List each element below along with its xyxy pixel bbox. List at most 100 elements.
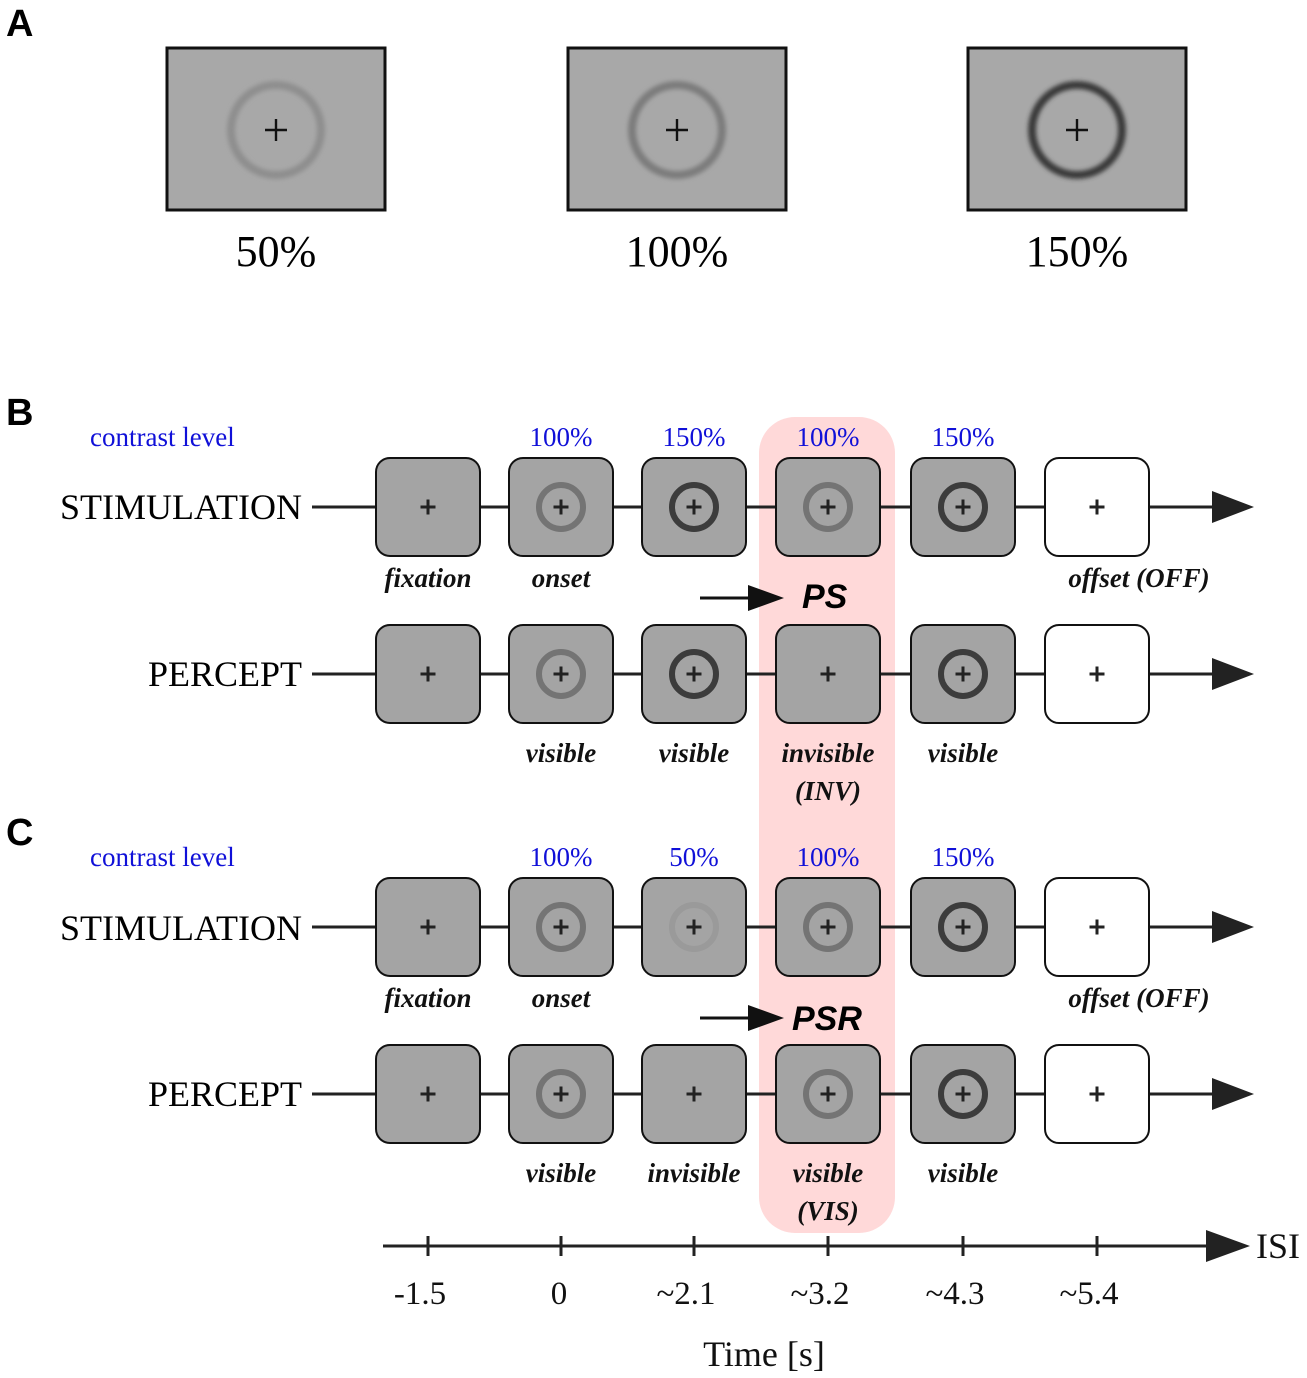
- fixation-cross-icon: [955, 919, 971, 935]
- panel-a-stimuli: 50% 100% 150%: [165, 46, 1188, 276]
- timeline-box-ring-150: [910, 877, 1016, 977]
- fixation-cross-icon: [265, 119, 287, 141]
- contrast-percent-label: 50%: [236, 227, 317, 276]
- contrast-level-value: 150%: [663, 422, 726, 452]
- contrast-level-value: 100%: [530, 842, 593, 872]
- fixation-cross-icon: [420, 666, 436, 682]
- panel-c-transition-label: PSR: [792, 1000, 862, 1038]
- contrast-level-value: 150%: [932, 842, 995, 872]
- fixation-cross-icon: [553, 919, 569, 935]
- percept-state-code: (INV): [795, 776, 861, 806]
- fixation-cross-icon: [686, 1086, 702, 1102]
- percept-state-label: visible: [659, 738, 729, 768]
- contrast-level-value: 150%: [932, 422, 995, 452]
- stimulation-event-label: offset (OFF): [1068, 983, 1209, 1013]
- timeline-box-fixation: [641, 1044, 747, 1144]
- ring-icon: [536, 902, 586, 952]
- timeline-box-ring-150: [910, 457, 1016, 557]
- blurred-ring-icon: [1028, 81, 1126, 179]
- fixation-cross-icon: [553, 666, 569, 682]
- contrast-percent-label: 100%: [626, 227, 729, 276]
- blurred-ring-icon: [628, 81, 726, 179]
- panel-c-stimulation-label: STIMULATION: [60, 908, 302, 948]
- panel-b-stimulation-label: STIMULATION: [60, 487, 302, 527]
- ring-icon: [938, 649, 988, 699]
- timeline-box-ring-100: [508, 624, 614, 724]
- fixation-cross-icon: [820, 499, 836, 515]
- percept-state-label: visible: [928, 1158, 998, 1188]
- fixation-cross-icon: [820, 1086, 836, 1102]
- timeline-box-ring-150: [910, 624, 1016, 724]
- timeline-box-ring-100: [508, 1044, 614, 1144]
- ring-icon: [938, 902, 988, 952]
- time-axis-tick-label: -1.5: [394, 1276, 446, 1312]
- stimulus-50pct: 50%: [165, 46, 387, 276]
- timeline-box-ring-100: [508, 457, 614, 557]
- fixation-cross-icon: [420, 1086, 436, 1102]
- ring-icon: [803, 902, 853, 952]
- fixation-cross-icon: [955, 666, 971, 682]
- fixation-cross-icon: [686, 919, 702, 935]
- ring-icon: [938, 482, 988, 532]
- percept-state-label: invisible: [782, 738, 875, 768]
- percept-row: [312, 624, 1254, 724]
- stimulation-event-label: fixation: [384, 563, 471, 593]
- fixation-cross-icon: [420, 499, 436, 515]
- time-axis-tick-label: ~5.4: [1059, 1276, 1118, 1312]
- fixation-cross-icon: [666, 119, 688, 141]
- timeline-box-ring-150: [910, 1044, 1016, 1144]
- timeline-box-fixation: [775, 624, 881, 724]
- fixation-cross-icon: [955, 1086, 971, 1102]
- fixation-cross-icon: [1089, 919, 1105, 935]
- contrast-level-value: 50%: [669, 842, 719, 872]
- percept-row: [312, 1044, 1254, 1144]
- ring-icon: [669, 902, 719, 952]
- timeline-box-fixation: [375, 1044, 481, 1144]
- timeline-box-ring-100: [775, 877, 881, 977]
- timeline-arrow-icon: [1212, 911, 1254, 943]
- timeline-box-ring-100: [775, 1044, 881, 1144]
- ring-icon: [938, 1069, 988, 1119]
- highlighted-interval-band: [759, 417, 895, 1233]
- stimulus-150pct: 150%: [966, 46, 1188, 276]
- timeline-box-offset: [1044, 877, 1150, 977]
- fixation-cross-icon: [1066, 119, 1088, 141]
- fixation-cross-icon: [820, 666, 836, 682]
- fixation-cross-icon: [955, 499, 971, 515]
- time-axis-tick-label: 0: [551, 1276, 568, 1312]
- transition-arrow-icon: [748, 585, 784, 611]
- percept-state-label: visible: [526, 1158, 596, 1188]
- percept-state-label: invisible: [648, 1158, 741, 1188]
- contrast-level-value: 100%: [797, 842, 860, 872]
- time-axis-tick-label: ~2.1: [656, 1276, 715, 1312]
- percept-state-label: visible: [526, 738, 596, 768]
- contrast-percent-label: 150%: [1026, 227, 1129, 276]
- blurred-ring-icon: [227, 81, 325, 179]
- panel-c-letter: C: [6, 812, 33, 854]
- ring-icon: [803, 482, 853, 532]
- timeline-box-ring-100: [775, 457, 881, 557]
- fixation-cross-icon: [1089, 1086, 1105, 1102]
- timeline-arrow-icon: [1212, 658, 1254, 690]
- time-axis-arrow-icon: [1206, 1230, 1250, 1262]
- timeline-box-offset: [1044, 1044, 1150, 1144]
- timeline-box-ring-100: [508, 877, 614, 977]
- timeline-box-ring-50: [641, 877, 747, 977]
- fixation-cross-icon: [553, 1086, 569, 1102]
- panel-b-letter: B: [6, 392, 33, 434]
- timeline-box-offset: [1044, 457, 1150, 557]
- contrast-level-value: 100%: [530, 422, 593, 452]
- ring-icon: [669, 649, 719, 699]
- percept-state-code: (VIS): [797, 1196, 859, 1226]
- fixation-cross-icon: [686, 499, 702, 515]
- ring-icon: [536, 649, 586, 699]
- percept-state-label: visible: [928, 738, 998, 768]
- fixation-cross-icon: [553, 499, 569, 515]
- stimulation-row: [312, 457, 1254, 557]
- ring-icon: [536, 1069, 586, 1119]
- timeline-box-fixation: [375, 624, 481, 724]
- isi-label: ISI: [1256, 1226, 1300, 1266]
